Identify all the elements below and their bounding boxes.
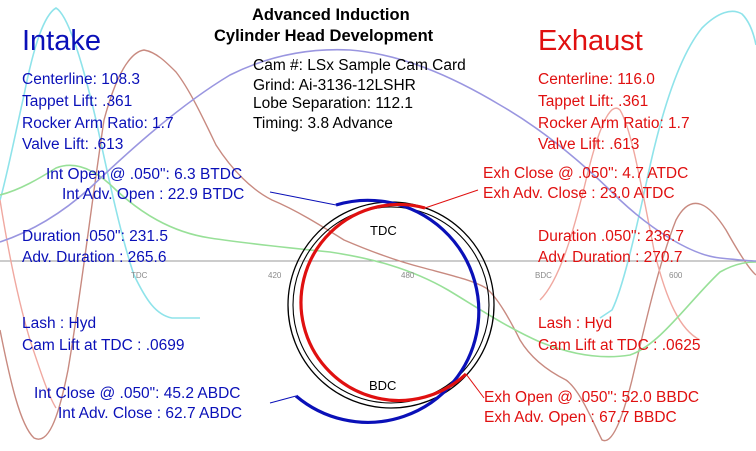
intake-tappet-lift: Tappet Lift: .361 (22, 93, 133, 110)
green-curve (0, 164, 756, 358)
exhaust-lift-curve-right (539, 107, 701, 341)
intake-close-050: Int Close @ .050": 45.2 ABDC (34, 385, 241, 402)
axis-tick-600: 600 (669, 271, 683, 280)
exhaust-duration-arc (299, 202, 468, 403)
exhaust-adv-open: Exh Adv. Open : 67.7 BBDC (484, 409, 677, 426)
intake-open-leader (269, 191, 337, 206)
intake-adv-duration: Adv. Duration : 265.6 (22, 249, 167, 266)
exhaust-valve-lift: Valve Lift: .613 (538, 136, 640, 153)
purple-curve (0, 48, 756, 262)
intake-centerline: Centerline: 108.3 (22, 71, 141, 88)
intake-heading: Intake (22, 25, 101, 57)
cam-number: Cam #: LSx Sample Cam Card (253, 57, 466, 74)
intake-close-leader (269, 395, 297, 404)
exhaust-adv-duration: Adv. Duration : 270.7 (538, 249, 683, 266)
cam-timing: Timing: 3.8 Advance (253, 115, 393, 132)
axis-tick-480: 480 (401, 271, 415, 280)
exhaust-open-050: Exh Open @ .050": 52.0 BBDC (484, 389, 700, 406)
axis-tick-tdc: TDC (131, 271, 148, 280)
exhaust-open-leader (465, 373, 485, 399)
header-title-line1: Advanced Induction (252, 6, 410, 24)
intake-adv-open: Int Adv. Open : 22.9 BTDC (62, 186, 245, 203)
exhaust-rocker-ratio: Rocker Arm Ratio: 1.7 (538, 115, 690, 132)
exhaust-cam-lift-tdc: Cam Lift at TDC : .0625 (538, 337, 701, 354)
circle-label-tdc: TDC (370, 223, 397, 238)
exhaust-close-leader (424, 189, 479, 209)
exhaust-heading: Exhaust (538, 25, 643, 57)
lobe-separation: Lobe Separation: 112.1 (253, 95, 414, 112)
exhaust-tappet-lift: Tappet Lift: .361 (538, 93, 649, 110)
cam-grind: Grind: Ai-3136-12LSHR (253, 77, 416, 94)
axis-tick-420: 420 (268, 271, 282, 280)
intake-lash: Lash : Hyd (22, 315, 97, 332)
intake-valve-lift: Valve Lift: .613 (22, 136, 124, 153)
exhaust-duration-050: Duration .050": 236.7 (538, 228, 684, 245)
circle-label-bdc: BDC (369, 378, 397, 393)
axis-tick-bdc: BDC (535, 271, 552, 280)
intake-adv-close: Int Adv. Close : 62.7 ABDC (58, 405, 243, 422)
intake-duration-050: Duration .050": 231.5 (22, 228, 168, 245)
exhaust-close-050: Exh Close @ .050": 4.7 ATDC (483, 165, 689, 182)
intake-duration-arc (294, 198, 481, 424)
exhaust-lash: Lash : Hyd (538, 315, 613, 332)
intake-open-050: Int Open @ .050": 6.3 BTDC (46, 166, 243, 183)
intake-lift-curve-left (0, 7, 200, 319)
exhaust-centerline: Centerline: 116.0 (538, 71, 655, 88)
intake-rocker-ratio: Rocker Arm Ratio: 1.7 (22, 115, 174, 132)
header-title-line2: Cylinder Head Development (214, 27, 434, 45)
crank-circle-inner (292, 206, 490, 404)
intake-lift-curve-right (599, 10, 756, 319)
exhaust-velocity-curve (0, 49, 756, 442)
exhaust-adv-close: Exh Adv. Close : 23.0 ATDC (483, 185, 675, 202)
intake-cam-lift-tdc: Cam Lift at TDC : .0699 (22, 337, 185, 354)
